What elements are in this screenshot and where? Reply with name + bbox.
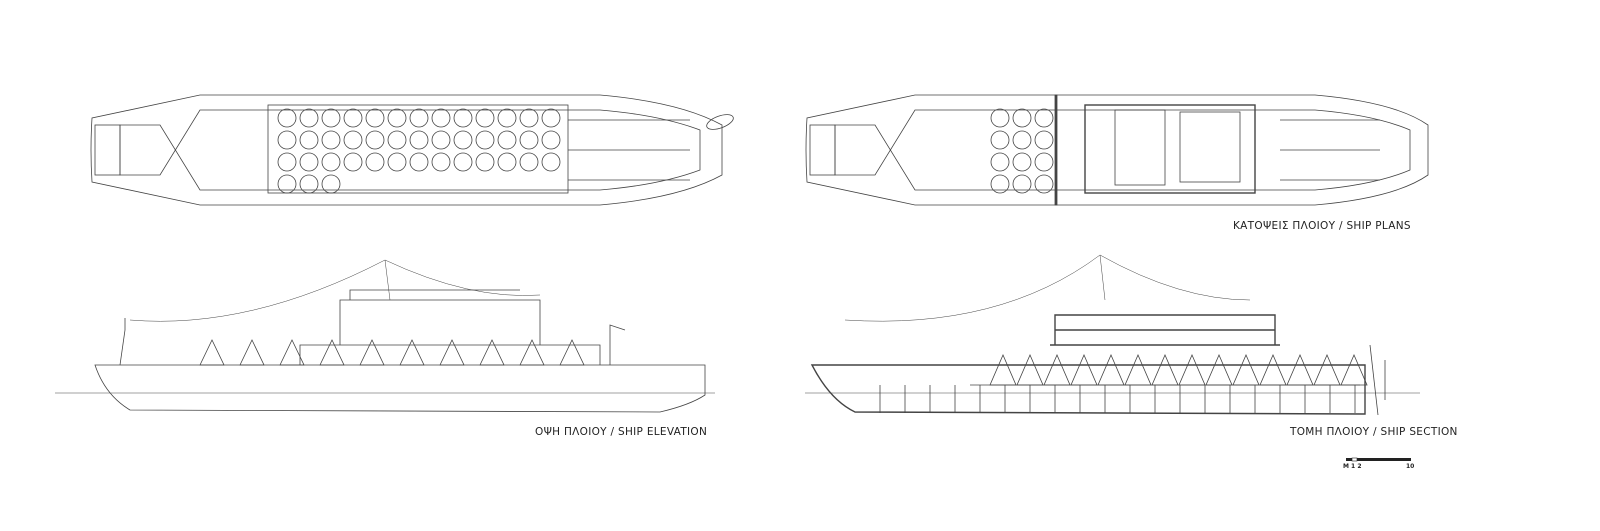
cone (239, 339, 265, 366)
container (1012, 174, 1032, 194)
cone (1016, 353, 1044, 386)
container (277, 108, 297, 128)
container (409, 130, 429, 150)
container (990, 152, 1010, 172)
cone (359, 339, 385, 366)
cone (479, 339, 505, 366)
container (990, 108, 1010, 128)
cone (1043, 353, 1071, 386)
cone (1205, 353, 1233, 386)
hull-bulkheads (879, 385, 1356, 413)
container (409, 108, 429, 128)
container (1012, 130, 1032, 150)
scale-start-label: M 1 2 (1343, 463, 1362, 470)
cone (989, 353, 1017, 386)
container (1012, 108, 1032, 128)
container (497, 152, 517, 172)
section-label: ΤΟΜΗ ΠΛΟΙΟΥ / SHIP SECTION (1290, 426, 1458, 438)
container (453, 130, 473, 150)
container (365, 108, 385, 128)
cone-row (199, 339, 585, 366)
container (277, 130, 297, 150)
container (321, 108, 341, 128)
container (541, 108, 561, 128)
container (321, 174, 341, 194)
ship-plan-passenger (805, 94, 1429, 206)
cone (1178, 353, 1206, 386)
container (475, 130, 495, 150)
cone (559, 339, 585, 366)
container (321, 130, 341, 150)
container (431, 130, 451, 150)
container (365, 152, 385, 172)
cone (1259, 353, 1287, 386)
container (453, 108, 473, 128)
container (387, 108, 407, 128)
ship-plan-cargo (90, 94, 734, 206)
container (1034, 108, 1054, 128)
cone (1151, 353, 1179, 386)
container (321, 152, 341, 172)
cone (1070, 353, 1098, 386)
cone (399, 339, 425, 366)
ship-elevation (55, 259, 715, 413)
cone (279, 339, 305, 366)
container (1034, 174, 1054, 194)
cone (1124, 353, 1152, 386)
container (277, 174, 297, 194)
container (453, 152, 473, 172)
plans-label: ΚΑΤΟΨΕΙΣ ΠΛΟΙΟΥ / SHIP PLANS (1233, 220, 1411, 232)
scale-bar (1346, 457, 1411, 462)
container (497, 130, 517, 150)
cone (1232, 353, 1260, 386)
container (1012, 152, 1032, 172)
cone (1340, 353, 1368, 386)
container (990, 130, 1010, 150)
container (299, 108, 319, 128)
container (365, 130, 385, 150)
container (343, 108, 363, 128)
container (299, 174, 319, 194)
container (431, 152, 451, 172)
cone (519, 339, 545, 366)
container (387, 152, 407, 172)
container (387, 130, 407, 150)
cone (199, 339, 225, 366)
container (343, 152, 363, 172)
scale-end-label: 10 (1406, 463, 1415, 470)
container (541, 152, 561, 172)
container (990, 174, 1010, 194)
container (1034, 130, 1054, 150)
container (409, 152, 429, 172)
ship-section (805, 254, 1420, 416)
container (431, 108, 451, 128)
cone (1097, 353, 1125, 386)
cone-row (989, 353, 1368, 386)
container (497, 108, 517, 128)
cone (1286, 353, 1314, 386)
container (475, 152, 495, 172)
container (277, 152, 297, 172)
container (519, 130, 539, 150)
container (343, 130, 363, 150)
container-grid (990, 108, 1054, 194)
container (541, 130, 561, 150)
container (1034, 152, 1054, 172)
cone (1313, 353, 1341, 386)
container (299, 152, 319, 172)
cone (319, 339, 345, 366)
container-grid (277, 108, 561, 194)
elevation-label: ΟΨΗ ΠΛΟΙΟΥ / SHIP ELEVATION (535, 426, 708, 438)
container (475, 108, 495, 128)
cone (439, 339, 465, 366)
container (519, 108, 539, 128)
container (519, 152, 539, 172)
container (299, 130, 319, 150)
